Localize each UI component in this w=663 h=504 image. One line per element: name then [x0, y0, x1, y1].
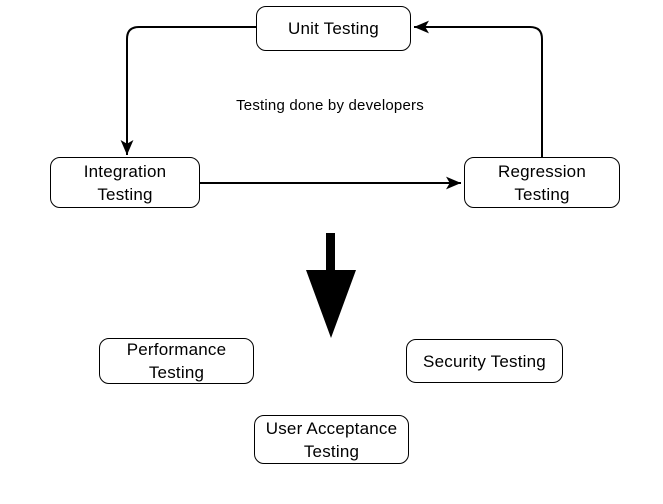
node-unit-testing: Unit Testing — [256, 6, 411, 51]
node-regression-testing-label: Regression Testing — [498, 161, 586, 204]
node-integration-testing: Integration Testing — [50, 157, 200, 208]
node-regression-testing: Regression Testing — [464, 157, 620, 208]
node-security-testing-label: Security Testing — [423, 351, 546, 371]
annotation-label: Testing done by developers — [236, 96, 424, 114]
node-performance-testing: Performance Testing — [99, 338, 254, 384]
big-down-arrow-icon — [306, 233, 356, 338]
node-user-acceptance-testing-label: User Acceptance Testing — [265, 418, 398, 461]
annotation-testing-done-by-developers: Testing done by developers — [230, 94, 430, 116]
node-unit-testing-label: Unit Testing — [288, 19, 379, 38]
node-user-acceptance-testing: User Acceptance Testing — [254, 415, 409, 464]
node-security-testing: Security Testing — [406, 339, 563, 383]
node-performance-testing-label: Performance Testing — [126, 340, 227, 382]
node-integration-testing-label: Integration Testing — [83, 161, 167, 204]
arrow-regression-to-unit-icon — [414, 20, 543, 157]
arrow-unit-to-integration-icon — [120, 26, 256, 155]
